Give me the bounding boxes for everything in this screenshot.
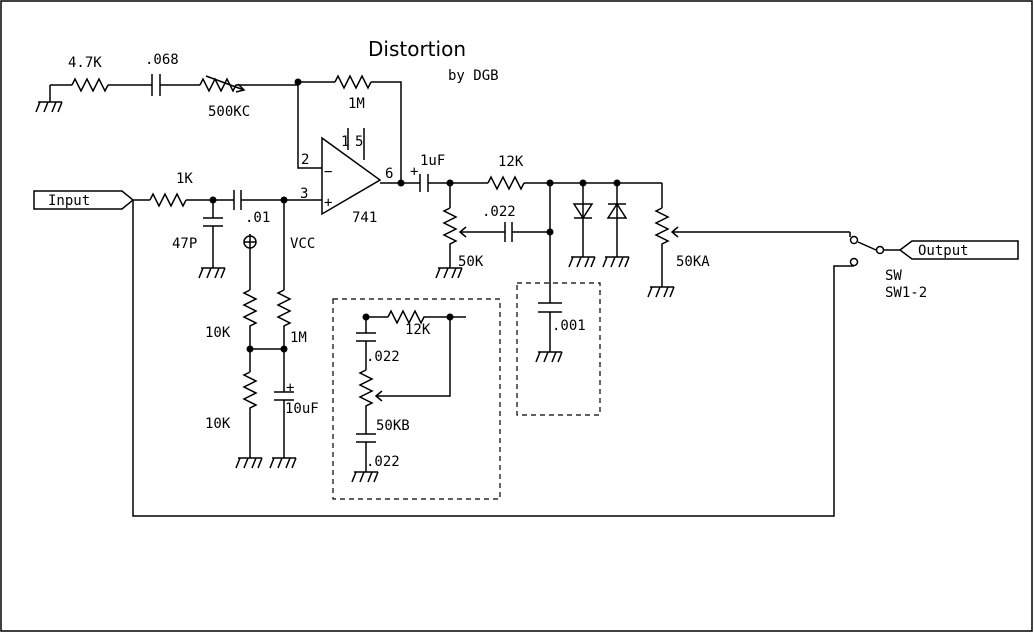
ground-symbol bbox=[351, 471, 379, 483]
pot-50kb-wiper bbox=[374, 317, 451, 402]
bypass-wire bbox=[132, 200, 854, 517]
pin-6-label: 6 bbox=[385, 166, 393, 182]
ground-symbol bbox=[568, 256, 596, 268]
resistor-12k-box bbox=[387, 309, 466, 325]
opamp-pin-lines bbox=[347, 128, 365, 160]
wire-pin2 bbox=[297, 82, 322, 169]
resistor-4k7-label: 4.7K bbox=[68, 55, 102, 71]
capacitor-1uf-label: 1uF bbox=[420, 153, 445, 169]
capacitor-47p bbox=[203, 217, 223, 227]
diode-2 bbox=[606, 202, 628, 219]
capacitor-022-box-bottom bbox=[356, 433, 376, 443]
resistor-1m-bias-label: 1M bbox=[290, 330, 307, 346]
switch-common bbox=[875, 245, 885, 255]
resistor-12k-box-label: 12K bbox=[405, 322, 431, 338]
output-tag bbox=[898, 240, 1019, 260]
opamp-741 bbox=[321, 136, 382, 216]
junction-dot bbox=[397, 179, 405, 187]
ground-symbol bbox=[198, 267, 226, 279]
capacitor-022-box-top bbox=[356, 332, 376, 342]
pot-50ka bbox=[654, 207, 670, 287]
resistor-10k-top bbox=[242, 289, 258, 349]
ground-symbol bbox=[235, 457, 263, 469]
resistor-10k-top-label: 10K bbox=[205, 325, 231, 341]
switch-contact bbox=[849, 235, 859, 245]
input-label: Input bbox=[48, 193, 90, 209]
resistor-1k-label: 1K bbox=[176, 171, 193, 187]
vcc-label: VCC bbox=[290, 236, 315, 252]
capacitor-022-box-bottom-label: .022 bbox=[366, 454, 400, 470]
pin-3-label: 3 bbox=[300, 186, 308, 202]
pot-50k-wiper bbox=[458, 226, 505, 238]
resistor-4k7 bbox=[71, 77, 109, 93]
capacitor-1uf bbox=[419, 174, 429, 192]
resistor-10k-bottom bbox=[242, 371, 258, 458]
capacitor-10uf-label: 10uF bbox=[285, 401, 319, 417]
pot-50kb-label: 50KB bbox=[376, 418, 410, 434]
capacitor-068-label: .068 bbox=[145, 52, 179, 68]
pin-5-label: 5 bbox=[355, 134, 363, 150]
switch-blade bbox=[857, 241, 877, 251]
capacitor-068 bbox=[151, 74, 161, 96]
resistor-1m-feedback bbox=[334, 74, 372, 90]
resistor-1k bbox=[149, 192, 187, 208]
resistor-10k-bottom-label: 10K bbox=[205, 416, 231, 432]
capacitor-47p-label: 47P bbox=[172, 236, 197, 252]
pot-500kc-label: 500KC bbox=[208, 104, 250, 120]
dashed-box-tone bbox=[332, 298, 501, 500]
pot-500kc-wiper bbox=[205, 75, 246, 93]
pin-2-label: 2 bbox=[301, 152, 309, 168]
resistor-1m-feedback-label: 1M bbox=[348, 96, 365, 112]
ground-symbol bbox=[435, 262, 463, 279]
diode-1 bbox=[572, 203, 594, 220]
pot-50kb bbox=[358, 369, 374, 434]
ground-symbol bbox=[602, 256, 630, 268]
switch-label: SW bbox=[885, 268, 902, 284]
output-label: Output bbox=[918, 243, 969, 259]
capacitor-001 bbox=[538, 302, 562, 313]
capacitor-01-label: .01 bbox=[245, 210, 270, 226]
opamp-label: 741 bbox=[352, 210, 377, 226]
wire bbox=[371, 81, 402, 183]
capacitor-022-box-top-label: .022 bbox=[366, 349, 400, 365]
capacitor-1uf-plus: + bbox=[410, 164, 418, 180]
pot-50ka-label: 50KA bbox=[676, 254, 710, 270]
pin-1-label: 1 bbox=[341, 134, 349, 150]
switch-part-label: SW1-2 bbox=[885, 285, 927, 301]
resistor-12k bbox=[487, 175, 525, 191]
capacitor-022-mid bbox=[504, 222, 513, 242]
dashed-box-001 bbox=[516, 282, 601, 416]
opamp-minus: − bbox=[324, 164, 332, 180]
capacitor-022-mid-label: .022 bbox=[482, 204, 516, 220]
pot-50ka-wiper bbox=[670, 226, 850, 238]
switch-contact bbox=[849, 257, 859, 267]
pot-50k-label: 50K bbox=[458, 254, 484, 270]
ground-symbol bbox=[535, 351, 563, 363]
input-tag bbox=[33, 190, 135, 210]
resistor-1m-bias bbox=[276, 289, 292, 349]
author: by DGB bbox=[448, 68, 499, 84]
ground-symbol bbox=[35, 85, 63, 113]
vcc-terminal-cross bbox=[244, 234, 256, 250]
pot-500kc bbox=[199, 77, 298, 93]
wire bbox=[849, 232, 900, 251]
capacitor-001-label: .001 bbox=[552, 318, 586, 334]
capacitor-01 bbox=[233, 190, 242, 210]
resistor-12k-label: 12K bbox=[498, 154, 524, 170]
ground-symbol bbox=[647, 286, 675, 298]
pot-50k bbox=[442, 207, 458, 262]
title: Distortion bbox=[368, 37, 466, 61]
capacitor-10uf-plus: + bbox=[286, 380, 294, 396]
opamp-plus: + bbox=[324, 195, 332, 211]
ground-symbol bbox=[269, 457, 297, 469]
